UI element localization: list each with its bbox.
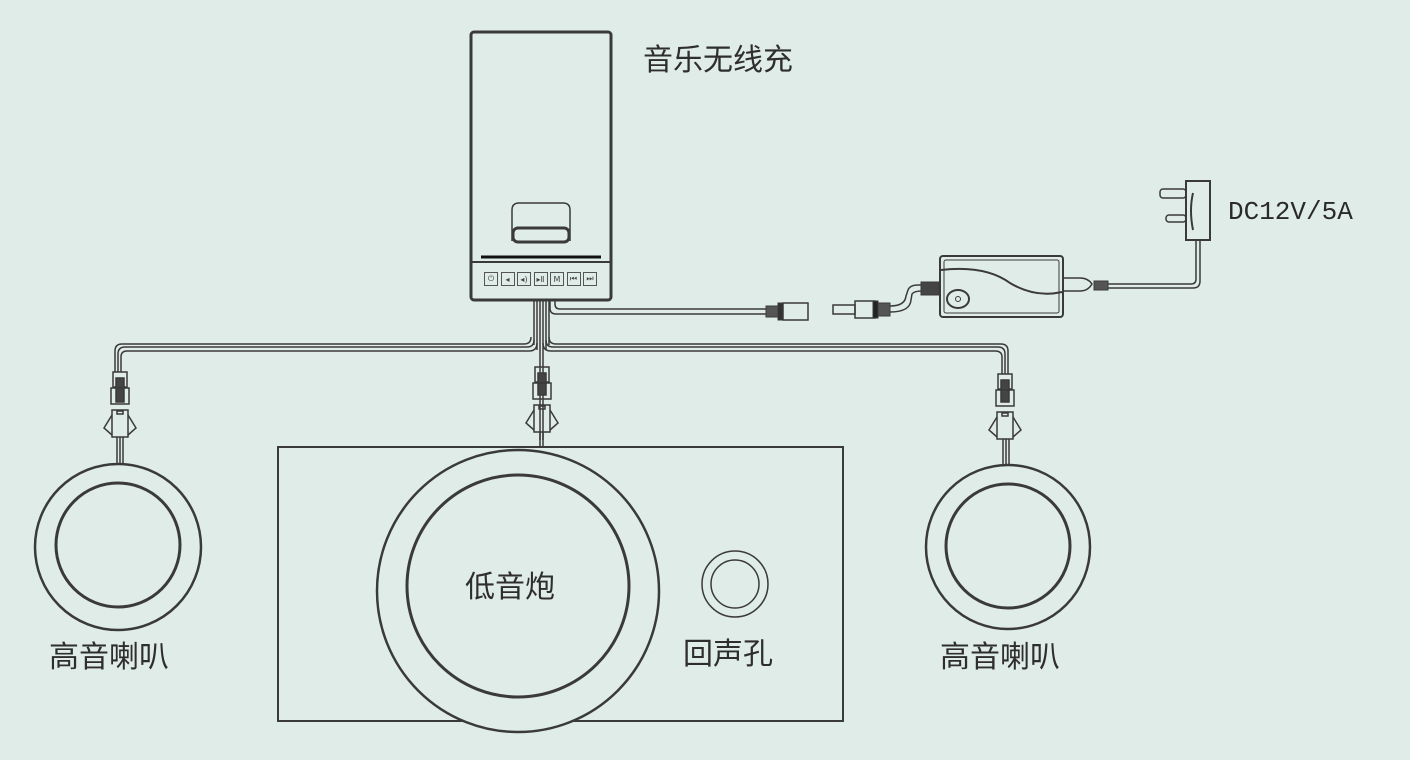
right-tweeter [924,463,1092,631]
left-tweeter-label: 高音喇叭 [49,640,169,675]
power-adapter [939,240,1201,318]
volume-down-icon: ◂ [500,272,515,286]
subwoofer-connector [525,366,559,447]
previous-track-icon: ⏮ [566,272,581,286]
next-track-icon: ⏭ [583,272,597,286]
bass-port-label: 回声孔 [683,637,773,672]
power-icon: ⏻ [484,272,498,286]
right-tweeter-cable [542,336,1009,374]
mode-icon: M [550,272,564,286]
left-tweeter [33,462,203,632]
left-tweeter-connector [103,371,137,463]
wireless-charging-pad [511,202,571,244]
play-pause-icon: ▸Ⅱ [533,272,548,286]
right-tweeter-label: 高音喇叭 [940,640,1060,675]
volume-up-icon: ◂) [517,272,531,286]
cable-bundle [533,300,550,440]
main-unit-label: 音乐无线充 [643,43,793,78]
left-tweeter-cable [114,336,538,372]
bass-port [701,550,769,618]
subwoofer-box [277,446,844,734]
power-input-cable [549,300,768,315]
right-tweeter-connector [988,373,1022,465]
wall-plug [1159,180,1211,241]
dc-male-plug [832,281,940,319]
adapter-rating-label: DC12V/5A [1228,197,1353,227]
dc-female-jack [765,302,809,321]
subwoofer-label: 低音炮 [465,570,555,605]
main-unit [469,30,613,302]
